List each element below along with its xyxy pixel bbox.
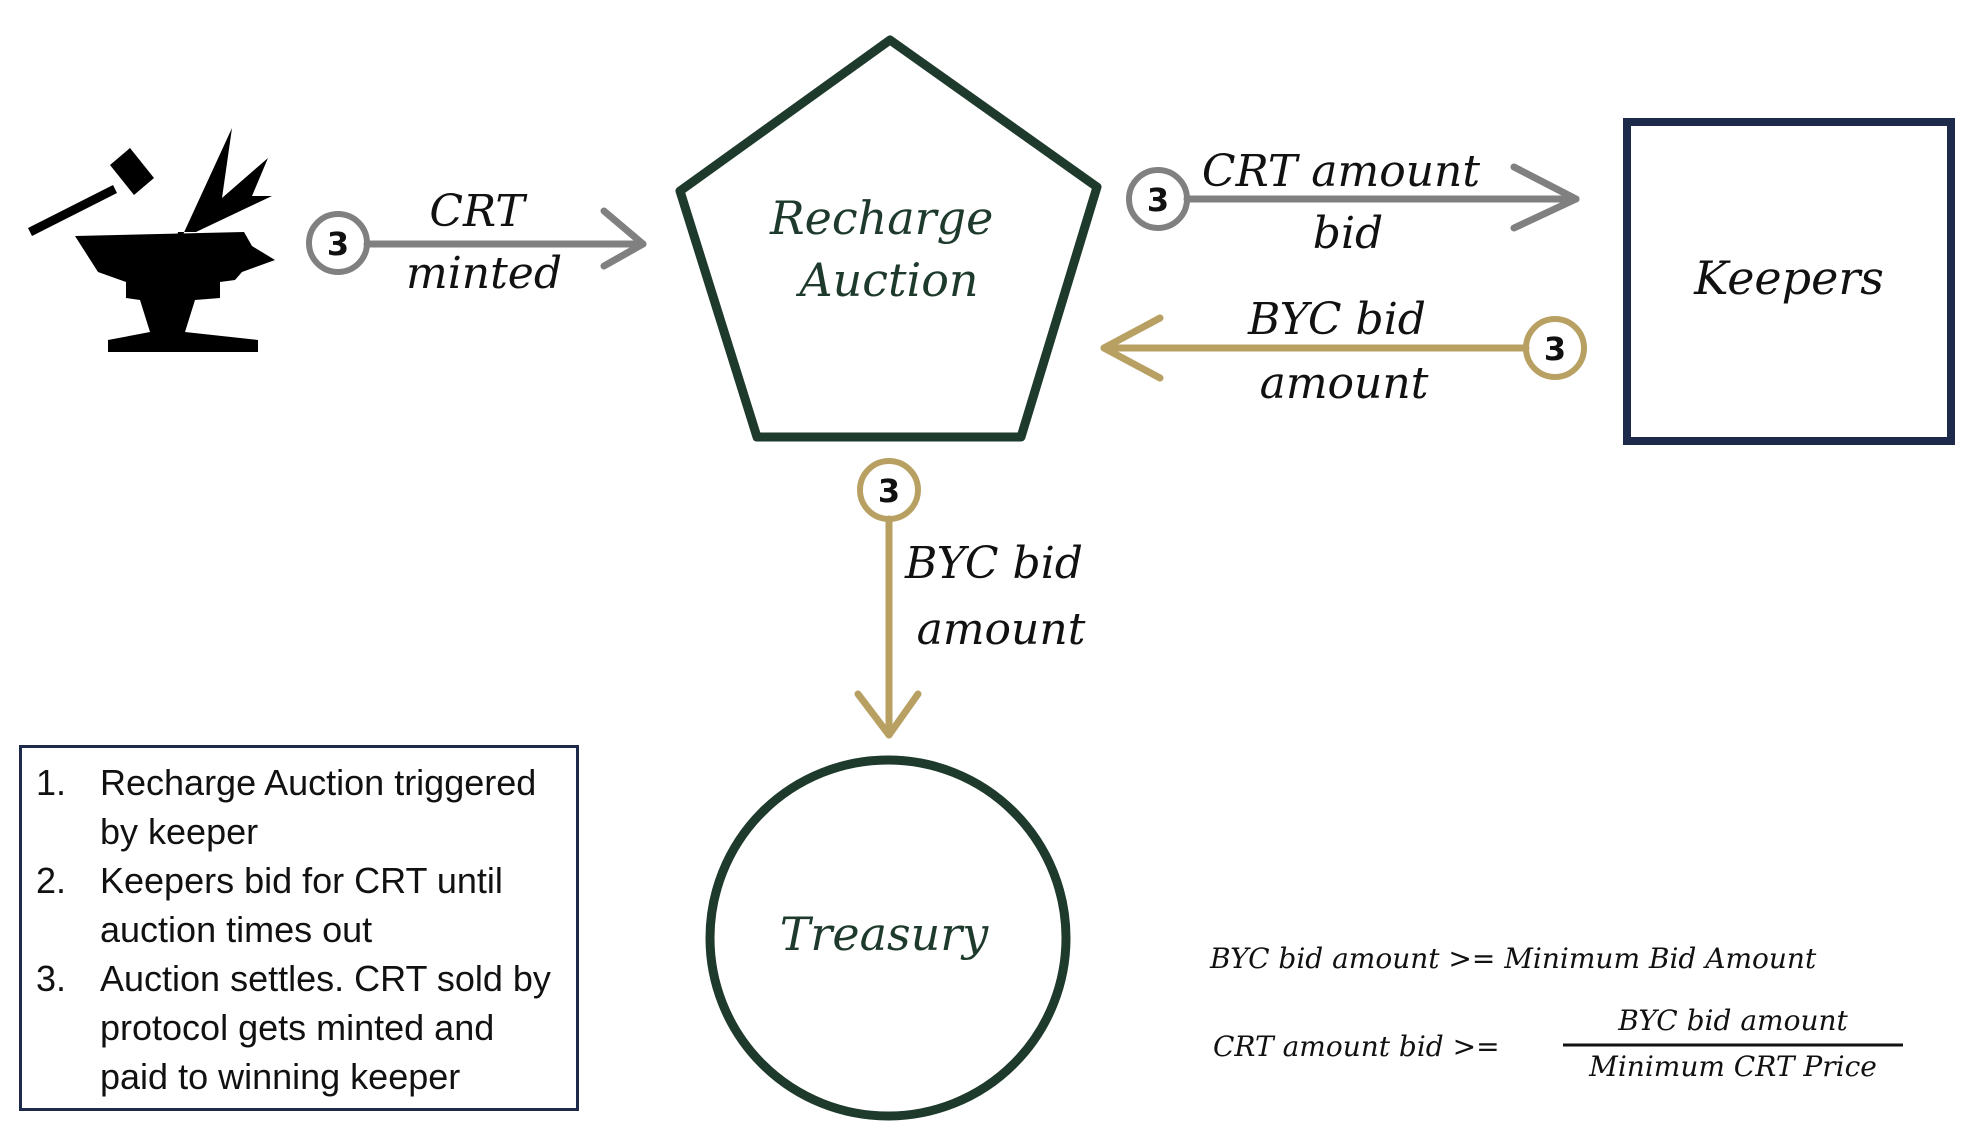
badge-3-crt-amount-bid: 3	[1147, 181, 1169, 219]
formula-denominator: Minimum CRT Price	[1588, 1050, 1877, 1083]
anvil-hammer-spark-icon	[28, 128, 275, 352]
crt-amount-bid-label: CRT amount bid	[1202, 146, 1494, 259]
crt-minted-label: CRT minted	[406, 186, 562, 299]
step-number: 1.	[36, 762, 67, 803]
step-item: 3. Auction settles. CRT sold by protocol…	[36, 954, 558, 1101]
keepers-label: Keepers	[1693, 251, 1884, 305]
treasury-node: Treasury	[705, 755, 1071, 1121]
formula-numerator: BYC bid amount	[1617, 1004, 1848, 1037]
step-text: Keepers bid for CRT until auction times …	[100, 860, 503, 950]
byc-bid-amount-to-auction-arrow: 3 BYC bid amount	[1100, 294, 1587, 409]
byc-bid-amount-to-treasury-label: BYC bid amount	[904, 538, 1097, 655]
treasury-label: Treasury	[780, 907, 990, 961]
step-number: 3.	[36, 958, 67, 999]
formula-crt-amount-left: CRT amount bid >=	[1213, 1030, 1500, 1063]
recharge-auction-label: Recharge Auction	[769, 191, 1008, 307]
badge-3-crt-minted: 3	[327, 225, 349, 263]
step-item: 2. Keepers bid for CRT until auction tim…	[36, 856, 558, 954]
badge-3-byc-bid-to-treasury: 3	[878, 472, 900, 510]
steps-legend: 1. Recharge Auction triggered by keeper …	[19, 745, 579, 1111]
formulas: BYC bid amount >= Minimum Bid Amount CRT…	[1209, 942, 1903, 1083]
step-text: Auction settles. CRT sold by protocol ge…	[100, 958, 551, 1097]
step-number: 2.	[36, 860, 67, 901]
step-text: Recharge Auction triggered by keeper	[100, 762, 537, 852]
crt-minted-arrow: 3 CRT minted	[306, 186, 647, 299]
badge-3-byc-bid-to-auction: 3	[1544, 330, 1566, 368]
recharge-auction-node: Recharge Auction	[675, 35, 1102, 442]
step-item: 1. Recharge Auction triggered by keeper	[36, 758, 558, 856]
byc-bid-amount-to-auction-label: BYC bid amount	[1247, 294, 1440, 409]
keepers-node: Keepers	[1623, 118, 1955, 445]
byc-bid-amount-to-treasury-arrow: 3 BYC bid amount	[854, 458, 1097, 739]
formula-minimum-bid: BYC bid amount >= Minimum Bid Amount	[1209, 942, 1817, 975]
crt-amount-bid-arrow: 3 CRT amount bid	[1126, 146, 1580, 259]
